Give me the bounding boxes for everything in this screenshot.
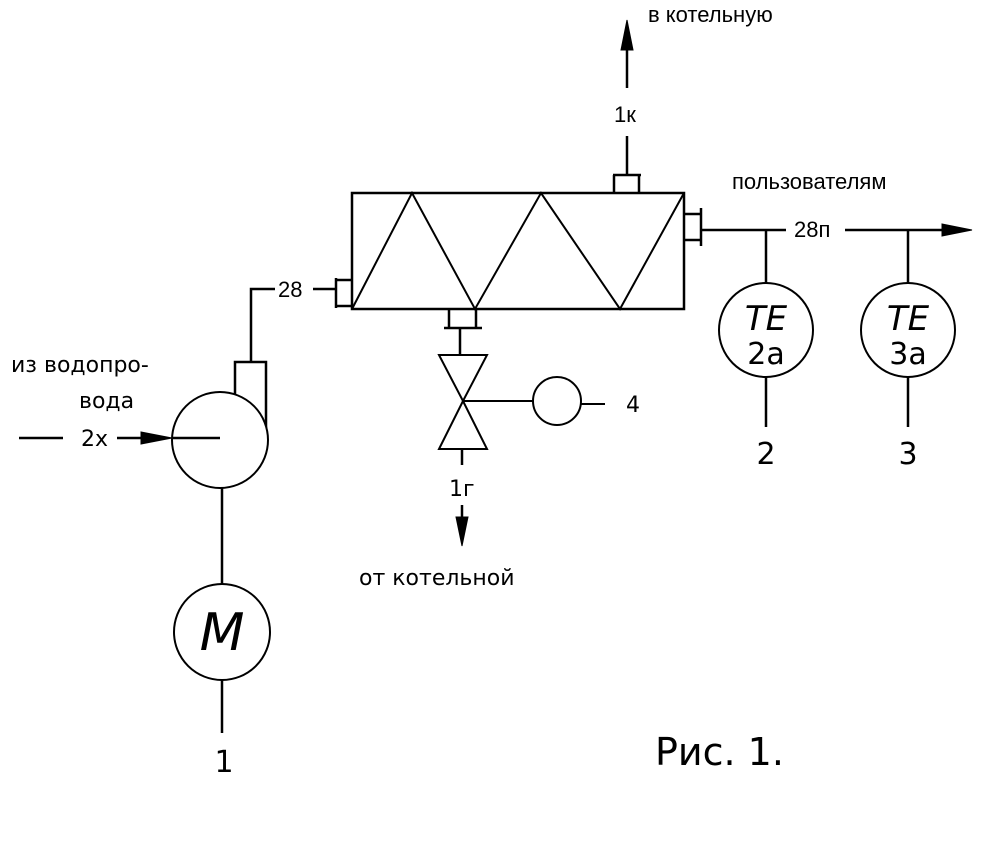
pump-discharge-icon: [233, 360, 268, 430]
pipe-label-1g: 1г: [449, 477, 475, 502]
down-arrow-icon: [455, 516, 469, 547]
pump: [171, 360, 269, 489]
sensor-tag-2: 2: [756, 437, 775, 472]
sensor-type-2a: TE: [745, 299, 788, 339]
label-from-water-supply-2: вода: [79, 389, 134, 414]
user-supply-nozzle: [684, 208, 973, 246]
pipe-label-1k: 1к: [614, 102, 636, 127]
right-arrow-icon: [140, 431, 173, 445]
hot-inlet-nozzle: [444, 310, 482, 355]
cold-water-inlet: [19, 431, 173, 445]
pump-discharge-pipe: [249, 287, 275, 362]
sensor-tag-3: 3: [898, 437, 917, 472]
hot-outlet-nozzle: [612, 19, 641, 193]
sensor-type-3a: TE: [887, 299, 930, 339]
figure-caption: Рис. 1.: [655, 730, 784, 774]
valve-lower-triangle-icon: [437, 398, 489, 450]
heat-exchanger-body: [350, 191, 686, 311]
heat-exchanger-coil-icon: [351, 190, 685, 312]
label-from-water-supply-1: из водопро-: [11, 353, 149, 378]
actuator-tag-4: 4: [626, 393, 640, 418]
temperature-sensor-3a: [860, 230, 956, 427]
label-to-users: пользователям: [732, 169, 886, 194]
pipe-label-2x: 2х: [81, 427, 108, 452]
pipe-label-28p: 28п: [794, 217, 830, 242]
cold-inlet-nozzle: [313, 278, 352, 308]
temperature-sensor-2a: [718, 230, 814, 427]
actuator-circle-icon: [532, 376, 582, 426]
pipe-label-28: 28: [278, 277, 302, 302]
motor-symbol: M: [200, 603, 245, 663]
valve-upper-triangle-icon: [437, 354, 489, 404]
hot-inlet-pipe: [455, 449, 469, 547]
sensor-id-2a: 2a: [747, 337, 784, 372]
sensor-id-3a: 3a: [889, 337, 926, 372]
right-arrow-icon: [941, 223, 973, 237]
label-to-boiler: в котельную: [648, 2, 773, 27]
label-from-boiler: от котельной: [359, 566, 515, 591]
motor: [173, 488, 271, 733]
motor-tag-1: 1: [214, 745, 233, 780]
control-valve: [437, 354, 605, 450]
heat-exchanger: [350, 190, 686, 312]
pump-circle-icon: [171, 391, 269, 489]
up-arrow-icon: [620, 19, 634, 51]
